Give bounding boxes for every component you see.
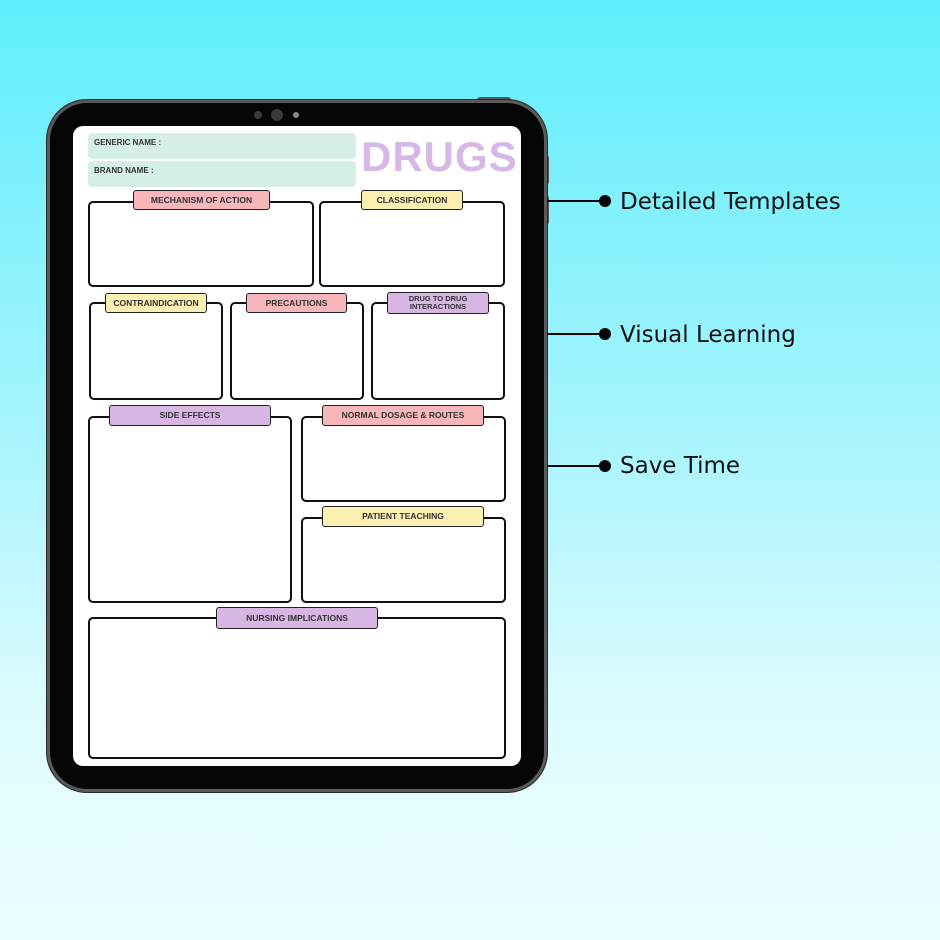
callout-dot-3 [599, 460, 611, 472]
dosage-box[interactable] [301, 416, 506, 502]
nursing-implications-tag: NURSING IMPLICATIONS [216, 607, 378, 629]
contraindication-box[interactable] [89, 302, 223, 400]
patient-teaching-tag: PATIENT TEACHING [322, 506, 484, 527]
contraindication-tag: CONTRAINDICATION [105, 293, 207, 313]
callout-visual-learning: Visual Learning [620, 322, 796, 348]
side-effects-tag: SIDE EFFECTS [109, 405, 271, 426]
side-effects-box[interactable] [88, 416, 292, 603]
generic-name-label: GENERIC NAME : [94, 138, 162, 147]
callout-line-3 [547, 465, 605, 467]
patient-teaching-box[interactable] [301, 517, 506, 603]
tablet-volume-down-button [545, 195, 549, 225]
brand-name-label: BRAND NAME : [94, 166, 154, 175]
brand-name-field[interactable]: BRAND NAME : [88, 161, 356, 187]
mechanism-tag: MECHANISM OF ACTION [133, 190, 270, 210]
precautions-box[interactable] [230, 302, 364, 400]
flash-icon [293, 112, 299, 118]
callout-line-2 [547, 333, 605, 335]
classification-tag: CLASSIFICATION [361, 190, 463, 210]
precautions-tag: PRECAUTIONS [246, 293, 347, 313]
drug-interactions-box[interactable] [371, 302, 505, 400]
callout-dot-1 [599, 195, 611, 207]
tablet-power-button [477, 97, 511, 102]
nursing-implications-box[interactable] [88, 617, 506, 759]
callout-save-time: Save Time [620, 453, 741, 479]
drug-interactions-tag: DRUG TO DRUG INTERACTIONS [387, 292, 489, 314]
page-title: DRUGS [361, 133, 518, 180]
callout-dot-2 [599, 328, 611, 340]
classification-box[interactable] [319, 201, 505, 287]
worksheet-page: GENERIC NAME : BRAND NAME : DRUGS MECHAN… [73, 126, 521, 766]
sensor-icon [254, 111, 262, 119]
tablet-volume-up-button [545, 155, 549, 185]
callout-line-1 [547, 200, 605, 202]
dosage-tag: NORMAL DOSAGE & ROUTES [322, 405, 484, 426]
generic-name-field[interactable]: GENERIC NAME : [88, 133, 356, 159]
callout-detailed-templates: Detailed Templates [620, 189, 841, 215]
camera-icon [271, 109, 283, 121]
mechanism-box[interactable] [88, 201, 314, 287]
